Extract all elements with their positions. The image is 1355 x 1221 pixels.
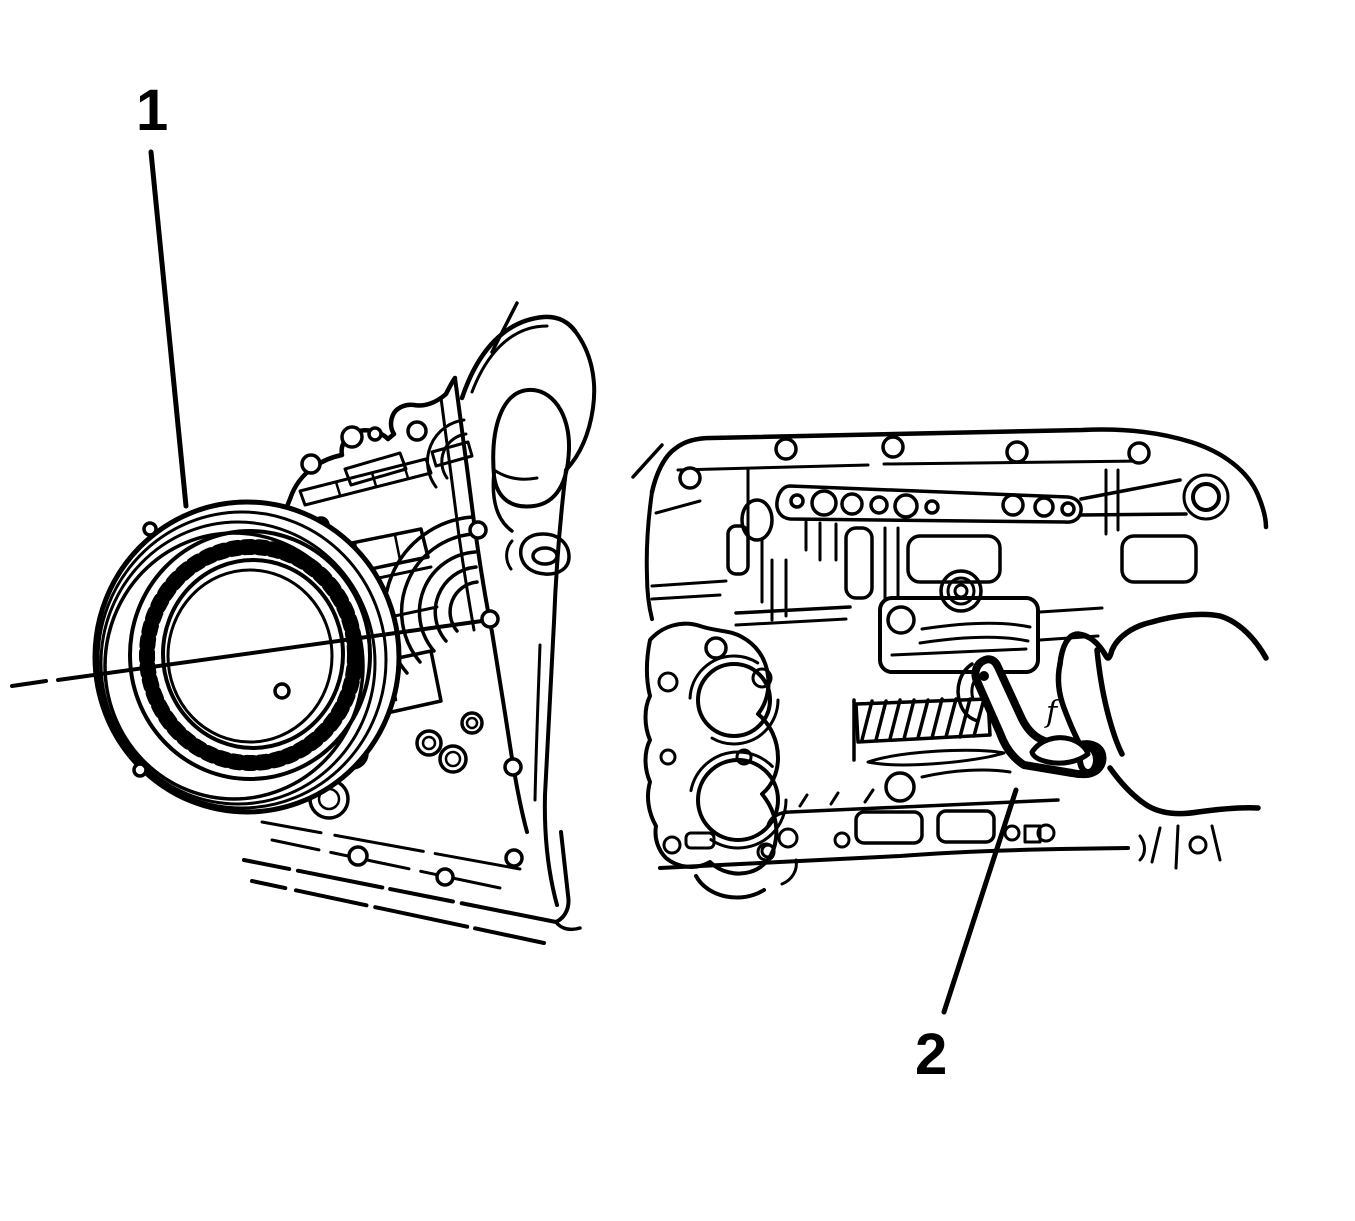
ring-assembly xyxy=(92,499,402,815)
lower-channel-band xyxy=(658,788,1222,870)
callout-1: 1 xyxy=(136,78,189,509)
separator-plate-strip xyxy=(775,473,1230,524)
sprag-rollers xyxy=(139,539,363,771)
axis-line xyxy=(10,619,484,688)
fingertip-on-tool xyxy=(1029,735,1091,766)
callout-1-leader xyxy=(148,149,189,509)
index-finger-left-edge xyxy=(1055,661,1086,753)
oil-tray xyxy=(878,596,1104,674)
callout-2-label: 2 xyxy=(915,1022,947,1087)
seal-pick-tool-body xyxy=(971,655,1107,779)
side-cover-gasket xyxy=(643,621,798,900)
tool xyxy=(956,655,1107,779)
callout-2: 2 xyxy=(915,787,1019,1087)
callout-2-leader xyxy=(941,787,1019,1015)
left-view-case-and-ring: 1 xyxy=(10,78,597,945)
hatch-band xyxy=(852,697,1012,803)
hand xyxy=(1055,611,1269,817)
gasket-port-upper xyxy=(696,662,772,738)
valve-channels xyxy=(650,468,1198,660)
check-ball xyxy=(979,671,989,681)
case-outline xyxy=(631,427,1269,621)
kidney-opening xyxy=(491,387,572,509)
index-finger-right-edge xyxy=(1094,647,1125,757)
hand-knuckles-outline xyxy=(1057,611,1269,667)
fist-bottom-outline xyxy=(1107,765,1261,817)
callout-1-label: 1 xyxy=(136,78,168,143)
right-view-valve-body: f 2 xyxy=(631,427,1269,1087)
center-boss xyxy=(939,569,983,613)
